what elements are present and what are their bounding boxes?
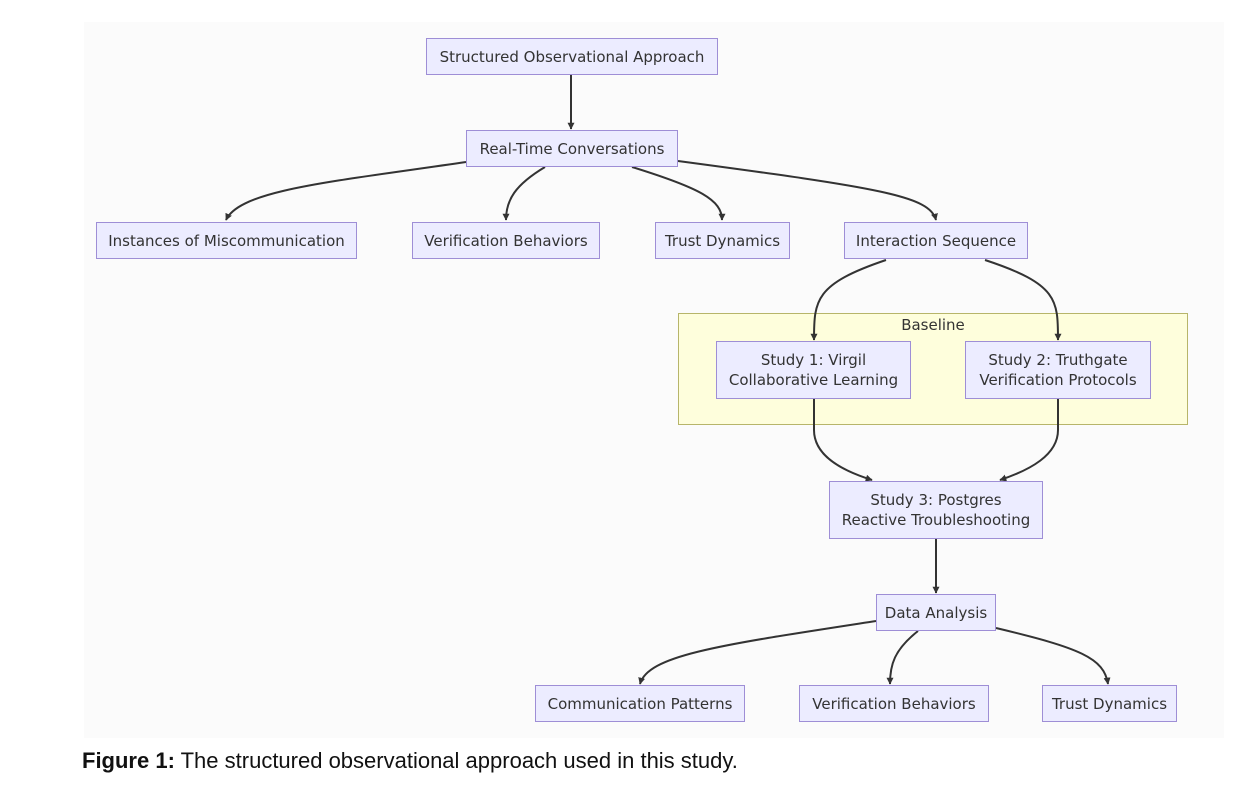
node-interaction-sequence: Interaction Sequence [844,222,1028,259]
edge-n7-n9 [813,399,873,482]
edge-n10-n11 [638,620,877,685]
edge-n6-n8 [984,259,1062,341]
subgraph-label: Baseline [901,316,965,334]
caption-text: The structured observational approach us… [174,748,738,773]
edge-n2-n5 [631,166,726,221]
edge-n8-n9 [999,399,1059,482]
node-study-2-truthgate: Study 2: Truthgate Verification Protocol… [965,341,1151,399]
node-structured-observational-approach: Structured Observational Approach [426,38,718,75]
node-trust-dynamics-bottom: Trust Dynamics [1042,685,1177,722]
edge-n2-n4 [502,166,546,221]
edge-n2-n6 [677,160,938,221]
node-trust-dynamics-top: Trust Dynamics [655,222,790,259]
node-verification-behaviors-top: Verification Behaviors [412,222,600,259]
caption-label: Figure 1: [82,748,175,773]
node-study-3-postgres: Study 3: Postgres Reactive Troubleshooti… [829,481,1043,539]
node-real-time-conversations: Real-Time Conversations [466,130,678,167]
node-data-analysis: Data Analysis [876,594,996,631]
edge-n10-n12 [886,630,919,685]
node-communication-patterns: Communication Patterns [535,685,745,722]
edge-n10-n13 [995,627,1111,685]
edge-n2-n3 [225,161,467,221]
node-study-1-virgil: Study 1: Virgil Collaborative Learning [716,341,911,399]
edge-n6-n7 [810,259,887,341]
node-instances-of-miscommunication: Instances of Miscommunication [96,222,357,259]
node-verification-behaviors-bottom: Verification Behaviors [799,685,989,722]
figure-caption: Figure 1: The structured observational a… [82,748,738,774]
